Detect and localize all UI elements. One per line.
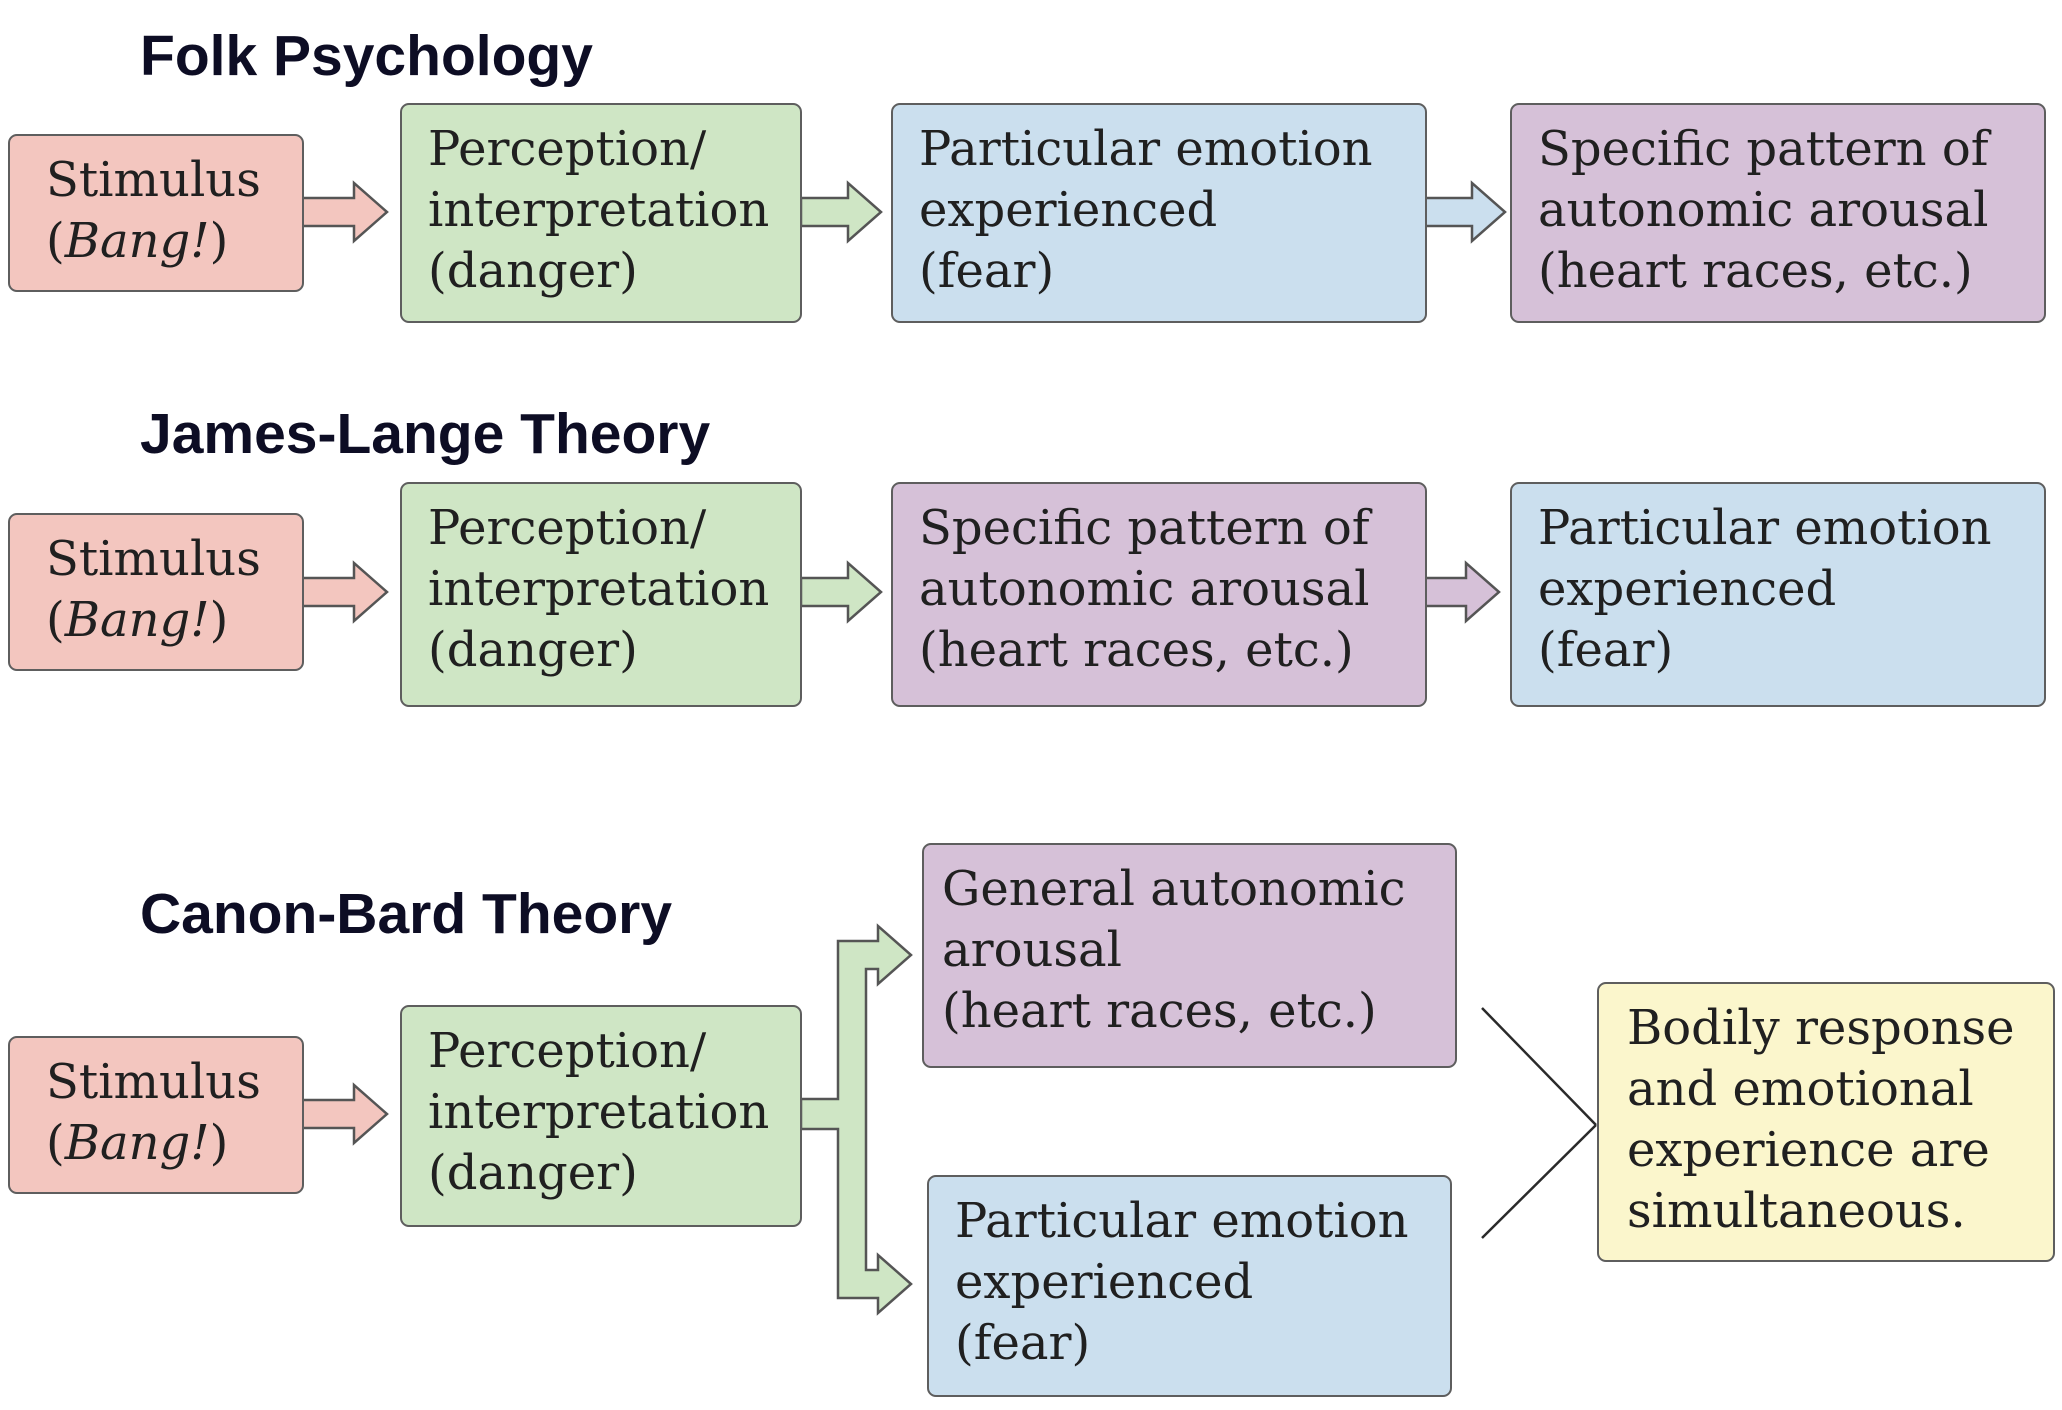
stimulus-example: (Bang!)	[46, 592, 229, 648]
emotion-line-3: (fear)	[919, 243, 1055, 299]
jl-stimulus-box: Stimulus (Bang!)	[8, 513, 304, 671]
perception-line-1: Perception/	[428, 500, 707, 556]
arousal-line-3: (heart races, etc.)	[1538, 243, 1973, 299]
cb-arousal-box: General autonomic arousal (heart races, …	[922, 843, 1457, 1068]
folk-stimulus-box: Stimulus (Bang!)	[8, 134, 304, 292]
arousal-line-2: autonomic arousal	[919, 561, 1370, 617]
emotion-line-2: experienced	[1538, 561, 1837, 617]
arrow-jl-perception-to-arousal	[799, 560, 883, 624]
arousal-line-2: autonomic arousal	[1538, 182, 1989, 238]
emotion-line-1: Particular emotion	[955, 1193, 1409, 1249]
arousal-line-3: (heart races, etc.)	[942, 983, 1377, 1039]
arrow-jl-stimulus-to-perception	[300, 560, 389, 624]
arrow-folk-perception-to-emotion	[799, 180, 883, 244]
stimulus-label: Stimulus	[46, 531, 261, 587]
result-line-1: Bodily response	[1627, 1000, 2015, 1056]
arrow-jl-arousal-to-emotion	[1423, 560, 1501, 624]
result-line-2: and emotional	[1627, 1061, 1974, 1117]
perception-line-1: Perception/	[428, 1023, 707, 1079]
stimulus-example: (Bang!)	[46, 1115, 229, 1171]
canon-bard-title: Canon-Bard Theory	[140, 882, 673, 946]
perception-line-1: Perception/	[428, 121, 707, 177]
perception-line-2: interpretation	[428, 561, 770, 617]
cb-perception-box: Perception/ interpretation (danger)	[400, 1005, 802, 1227]
perception-line-2: interpretation	[428, 1084, 770, 1140]
arousal-line-1: Specific pattern of	[1538, 121, 1989, 177]
jl-perception-box: Perception/ interpretation (danger)	[400, 482, 802, 707]
arrow-folk-stimulus-to-perception	[300, 180, 389, 244]
arousal-line-1: Specific pattern of	[919, 500, 1370, 556]
perception-line-3: (danger)	[428, 243, 638, 299]
emotion-line-1: Particular emotion	[919, 121, 1373, 177]
arrow-folk-emotion-to-arousal	[1423, 180, 1507, 244]
stimulus-example: (Bang!)	[46, 213, 229, 269]
folk-emotion-box: Particular emotion experienced (fear)	[891, 103, 1427, 323]
stimulus-label: Stimulus	[46, 152, 261, 208]
arrow-cb-stimulus-to-perception	[300, 1082, 389, 1146]
arousal-line-2: arousal	[942, 922, 1122, 978]
arousal-line-3: (heart races, etc.)	[919, 622, 1354, 678]
emotion-line-2: experienced	[955, 1254, 1254, 1310]
converge-line-bottom	[1481, 1124, 1597, 1239]
stimulus-label: Stimulus	[46, 1054, 261, 1110]
cb-result-box: Bodily response and emotional experience…	[1597, 982, 2055, 1262]
emotion-line-1: Particular emotion	[1538, 500, 1992, 556]
folk-psychology-title: Folk Psychology	[140, 24, 593, 88]
result-line-4: simultaneous.	[1627, 1183, 1966, 1239]
perception-line-3: (danger)	[428, 1145, 638, 1201]
perception-line-3: (danger)	[428, 622, 638, 678]
arrow-cb-perception-split	[799, 923, 913, 1316]
emotion-line-3: (fear)	[955, 1315, 1091, 1371]
cb-stimulus-box: Stimulus (Bang!)	[8, 1036, 304, 1194]
james-lange-title: James-Lange Theory	[140, 402, 711, 466]
folk-perception-box: Perception/ interpretation (danger)	[400, 103, 802, 323]
perception-line-2: interpretation	[428, 182, 770, 238]
emotion-line-3: (fear)	[1538, 622, 1674, 678]
arousal-line-1: General autonomic	[942, 861, 1406, 917]
folk-arousal-box: Specific pattern of autonomic arousal (h…	[1510, 103, 2046, 323]
emotion-line-2: experienced	[919, 182, 1218, 238]
jl-arousal-box: Specific pattern of autonomic arousal (h…	[891, 482, 1427, 707]
jl-emotion-box: Particular emotion experienced (fear)	[1510, 482, 2046, 707]
result-line-3: experience are	[1627, 1122, 1990, 1178]
converge-line-top	[1481, 1007, 1597, 1126]
cb-emotion-box: Particular emotion experienced (fear)	[927, 1175, 1452, 1397]
